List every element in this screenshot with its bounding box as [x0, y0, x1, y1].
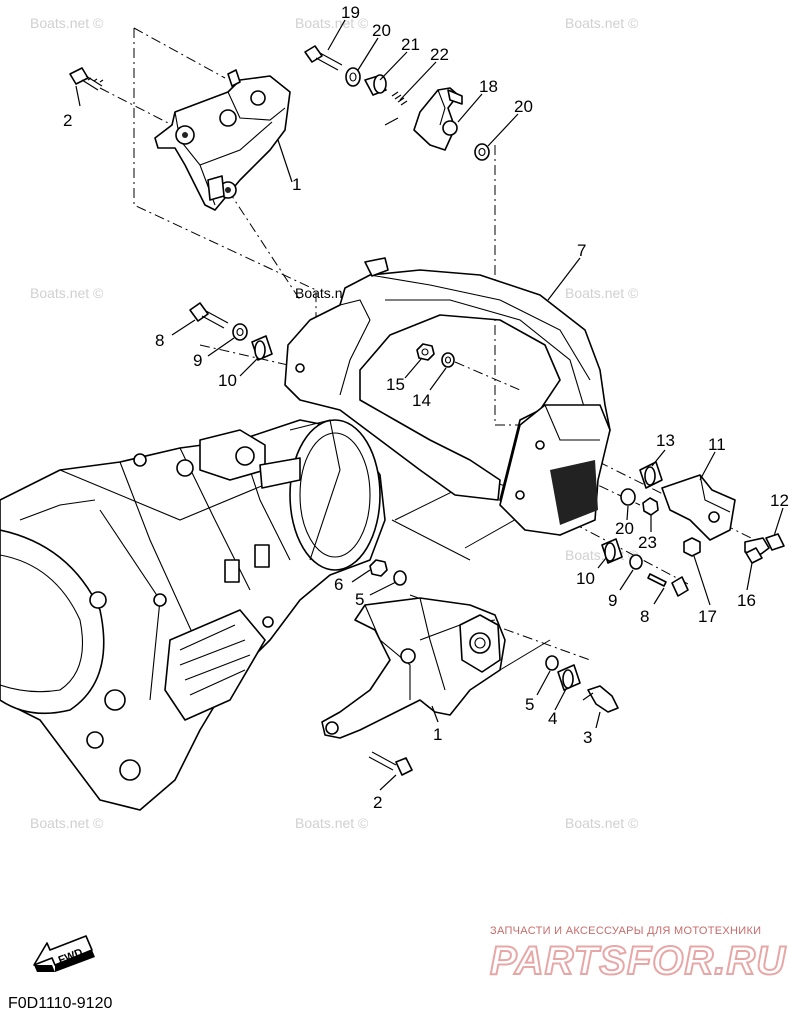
callout-23: 23	[638, 533, 657, 552]
callout-2: 2	[63, 111, 72, 130]
brand-logo: ЗАПЧАСТИ И АКСЕССУАРЫ ДЛЯ МОТОТЕХНИКИ PA…	[489, 925, 786, 984]
callout-6: 6	[334, 575, 343, 594]
bracket-part-1-bottom	[321, 559, 619, 739]
part-callouts: 19 20 21 22 2 18 20 1 7 8 9 10 15 14 13 …	[63, 3, 789, 812]
brand-name: PARTSFOR.RU	[490, 939, 786, 983]
callout-5: 5	[355, 590, 364, 609]
callout-2: 2	[373, 793, 382, 812]
callout-20: 20	[372, 21, 391, 40]
watermark: Boats.net ©	[30, 285, 104, 301]
callout-10: 10	[576, 569, 595, 588]
fwd-arrow-icon: FWD	[33, 935, 95, 972]
lever-part-18	[413, 87, 490, 161]
callout-1: 1	[292, 175, 301, 194]
watermark: Boats.net ©	[30, 815, 104, 831]
arm-part-7	[284, 257, 611, 536]
callout-10: 10	[218, 371, 237, 390]
callout-3: 3	[583, 728, 592, 747]
watermark: Boats.net ©	[565, 547, 639, 563]
callout-13: 13	[656, 431, 675, 450]
callout-5: 5	[525, 695, 534, 714]
hardware-center	[416, 343, 455, 368]
bolt-part-2-top	[69, 67, 104, 91]
watermark: Boats.net ©	[295, 815, 369, 831]
callout-22: 22	[430, 45, 449, 64]
leader-lines	[75, 19, 784, 791]
watermark: Boats.net ©	[565, 815, 639, 831]
bracket-part-1-top	[154, 69, 291, 211]
watermark: Boats.net ©	[565, 15, 639, 31]
callout-20: 20	[514, 97, 533, 116]
callout-8: 8	[640, 607, 649, 626]
callout-9: 9	[193, 351, 202, 370]
callout-11: 11	[708, 435, 726, 454]
callout-8: 8	[155, 331, 164, 350]
callout-1: 1	[433, 725, 442, 744]
bolt-part-2-bottom	[368, 751, 413, 776]
callout-17: 17	[698, 607, 717, 626]
watermark: Boats.net ©	[30, 15, 104, 31]
hardware-left-upper	[189, 302, 273, 361]
callout-14: 14	[412, 391, 431, 410]
callout-21: 21	[401, 35, 420, 54]
jet-pump-housing	[0, 419, 386, 811]
callout-9: 9	[608, 591, 617, 610]
callout-7: 7	[577, 241, 586, 260]
figure-code: F0D1110-9120	[8, 995, 112, 1012]
trim-hardware-top	[304, 45, 408, 126]
callout-12: 12	[770, 491, 789, 510]
callout-20: 20	[615, 519, 634, 538]
callout-4: 4	[548, 709, 557, 728]
hardware-right	[601, 461, 785, 597]
callout-16: 16	[737, 591, 756, 610]
brand-tagline: ЗАПЧАСТИ И АКСЕССУАРЫ ДЛЯ МОТОТЕХНИКИ	[490, 925, 761, 937]
watermark: Boats.net ©	[295, 15, 369, 31]
callout-18: 18	[479, 77, 498, 96]
watermark: Boats.net ©	[565, 285, 639, 301]
callout-15: 15	[386, 375, 405, 394]
callout-19: 19	[341, 3, 360, 22]
